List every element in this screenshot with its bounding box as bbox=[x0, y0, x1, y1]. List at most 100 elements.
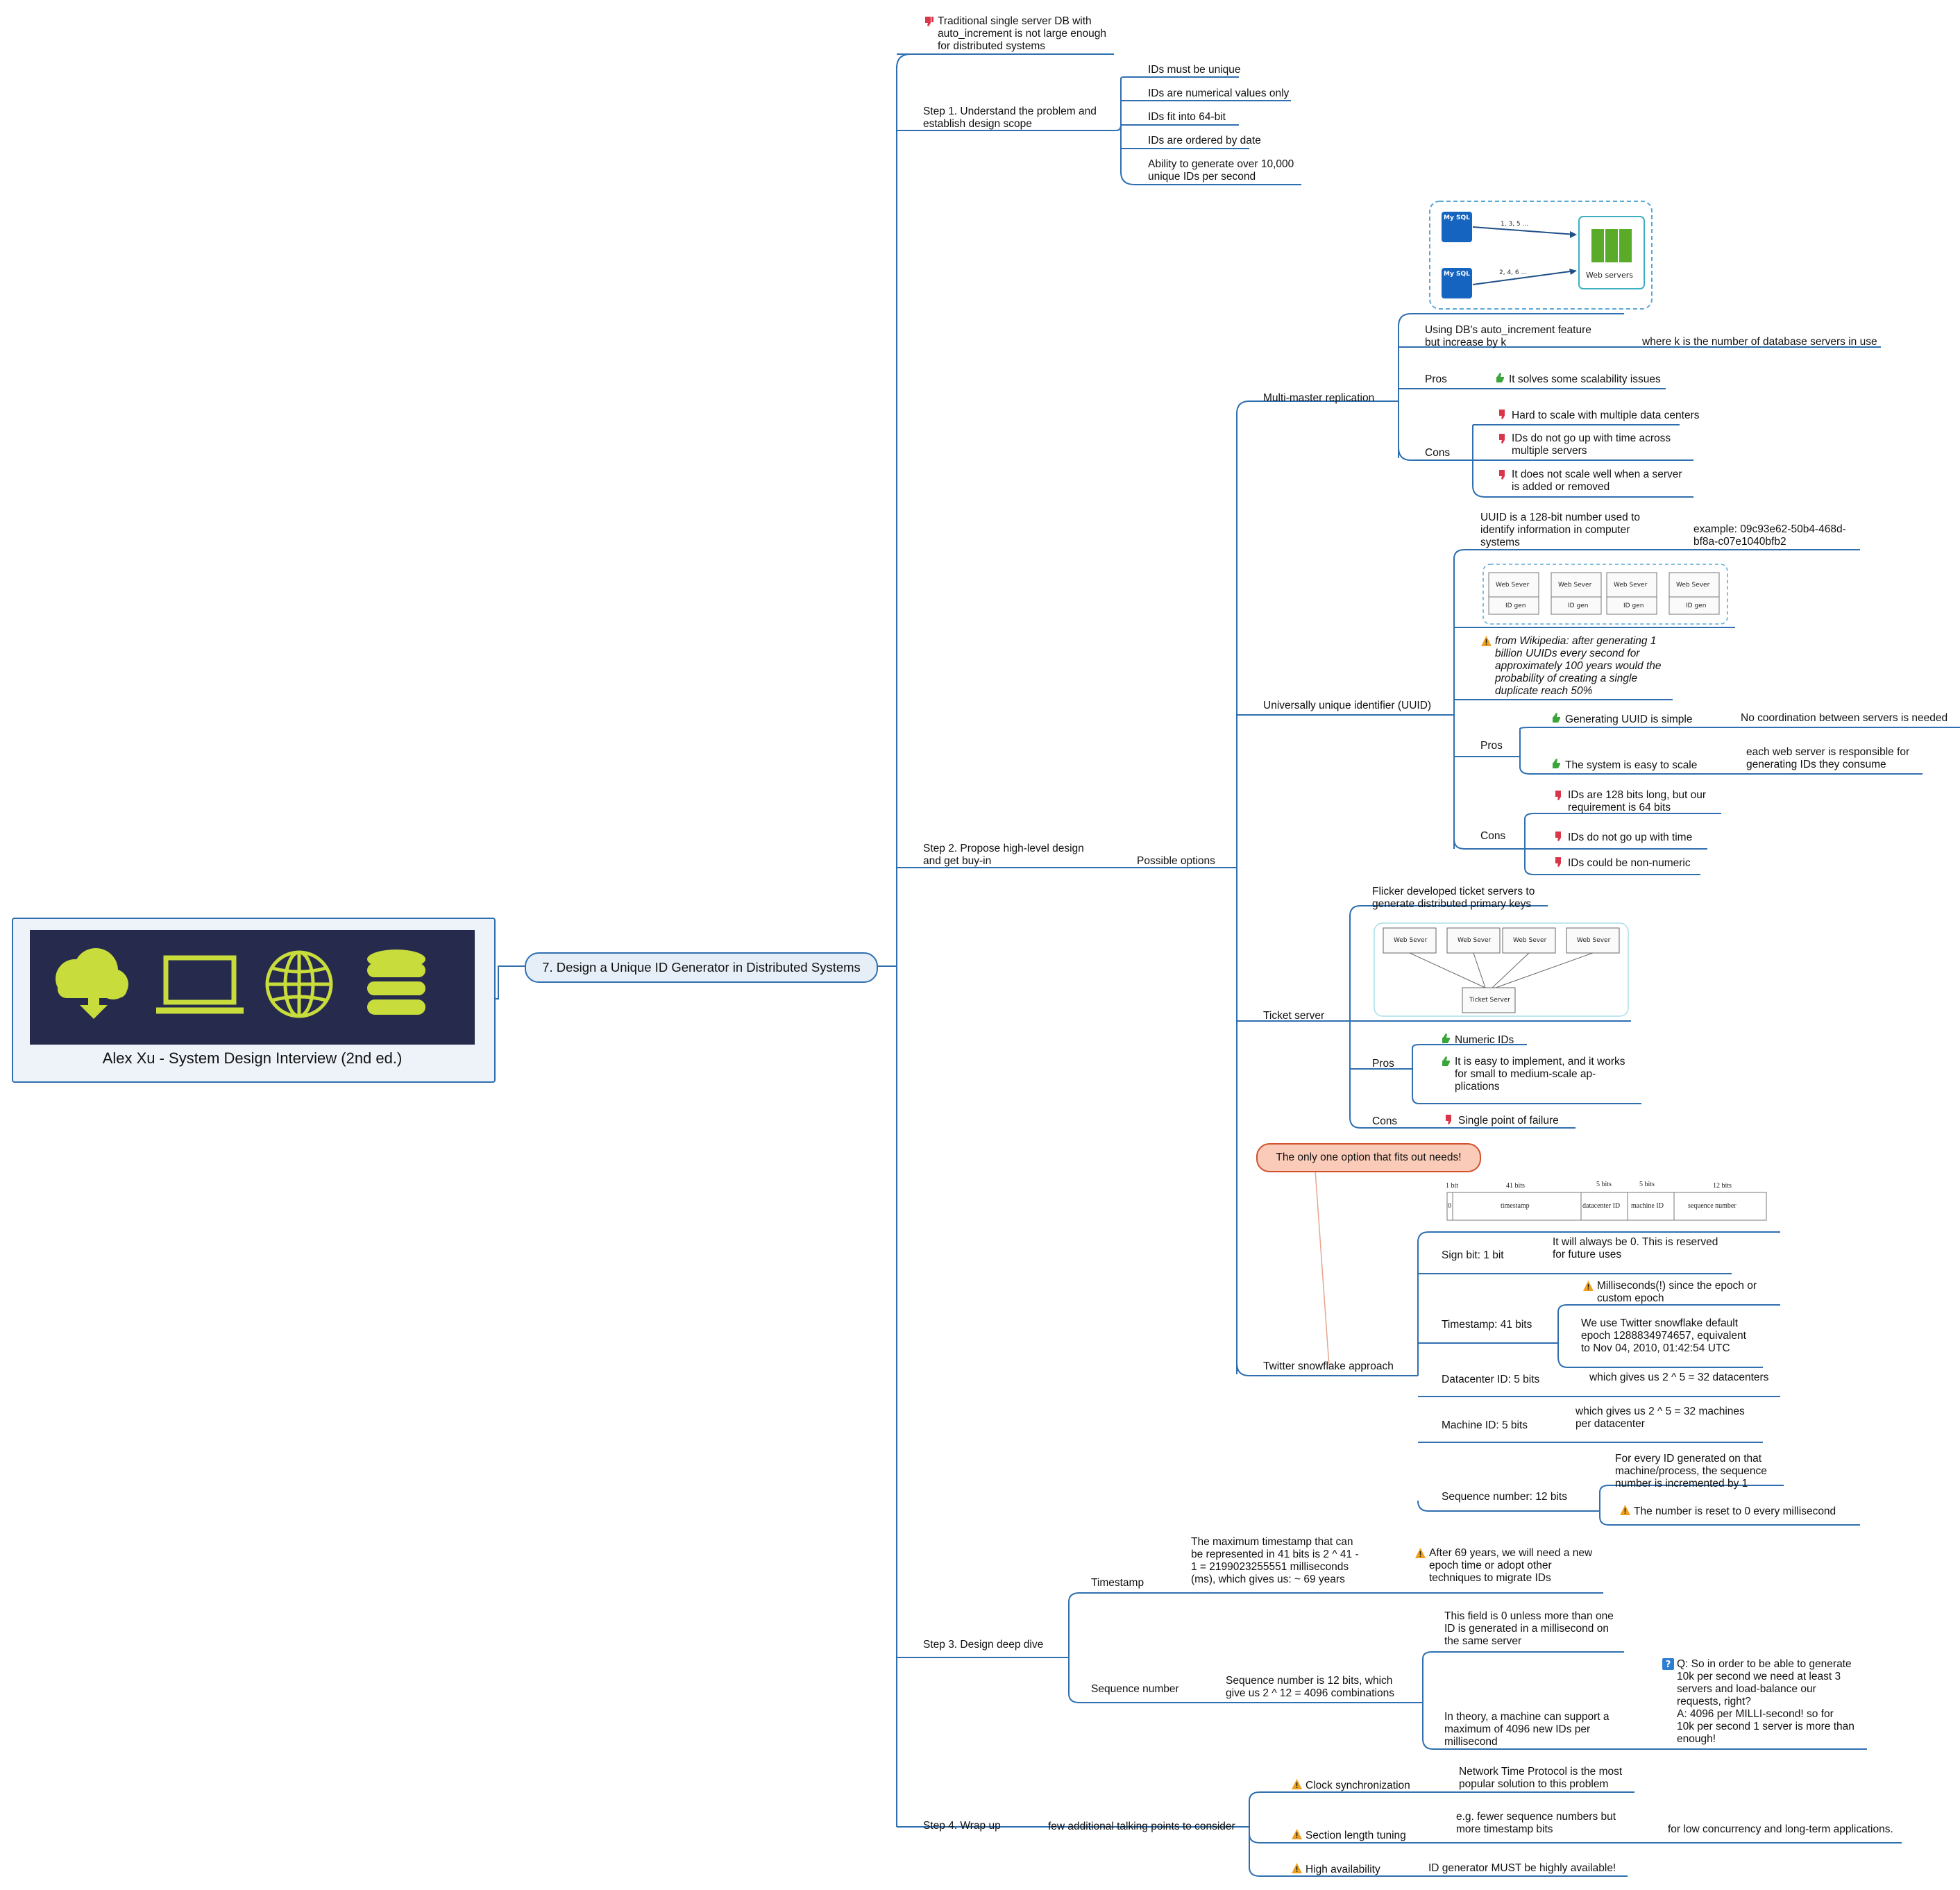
uuid-pro[interactable]: Generating UUID is simple bbox=[1551, 712, 1692, 726]
pro-text: It is easy to implement, and it works fo… bbox=[1455, 1056, 1625, 1092]
intro-node[interactable]: Traditional single server DB with auto_i… bbox=[923, 15, 1106, 53]
step4-tuning[interactable]: Section length tuning bbox=[1291, 1828, 1406, 1842]
multimaster-cons-label[interactable]: Cons bbox=[1425, 447, 1451, 459]
uuid-web: Web Sever bbox=[1558, 582, 1592, 589]
callout-connector bbox=[1315, 1170, 1330, 1367]
mysql-label: My SQL bbox=[1444, 214, 1470, 221]
warning-icon bbox=[1480, 635, 1492, 647]
multimaster-label[interactable]: Multi-master replication bbox=[1263, 392, 1375, 404]
thumbs-up-icon bbox=[1494, 372, 1506, 384]
step4-label[interactable]: Step 4. Wrap up bbox=[923, 1820, 1001, 1832]
step1-item[interactable]: IDs are numerical values only bbox=[1148, 87, 1290, 99]
step3-sequence-theory[interactable]: In theory, a machine can support a maxim… bbox=[1444, 1711, 1610, 1748]
sequence-warn[interactable]: The number is reset to 0 every milliseco… bbox=[1619, 1504, 1836, 1518]
step4-clock[interactable]: Clock synchronization bbox=[1291, 1778, 1410, 1792]
warn-text: Milliseconds(!) since the epoch or custo… bbox=[1597, 1280, 1757, 1304]
step1-item[interactable]: Ability to generate over 10,000 unique I… bbox=[1148, 158, 1294, 183]
uuid-def[interactable]: UUID is a 128-bit number used to identif… bbox=[1480, 512, 1641, 548]
thumbs-down-icon bbox=[1497, 432, 1509, 444]
ticket-label[interactable]: Ticket server bbox=[1263, 1010, 1325, 1022]
snowflake-callout[interactable]: The only one option that fits out needs! bbox=[1256, 1143, 1481, 1172]
uuid-pro-note[interactable]: No coordination between servers is neede… bbox=[1741, 712, 1948, 724]
step1-item[interactable]: IDs are ordered by date bbox=[1148, 135, 1261, 146]
bits-label: 1 bit bbox=[1446, 1182, 1459, 1190]
step1-label[interactable]: Step 1. Understand the problem and estab… bbox=[923, 106, 1097, 130]
uuid-cons-label[interactable]: Cons bbox=[1480, 830, 1506, 842]
ticket-web: Web Sever bbox=[1394, 937, 1428, 944]
bits-label: 12 bits bbox=[1713, 1182, 1732, 1190]
machine-label[interactable]: Machine ID: 5 bits bbox=[1442, 1419, 1528, 1431]
sequence-label[interactable]: Sequence number: 12 bits bbox=[1442, 1491, 1567, 1503]
uuid-con[interactable]: IDs could be non-numeric bbox=[1553, 856, 1691, 870]
snowflake-label[interactable]: Twitter snowflake approach bbox=[1263, 1360, 1394, 1372]
pro-text: Generating UUID is simple bbox=[1565, 714, 1693, 725]
step3-sequence-label[interactable]: Sequence number bbox=[1091, 1683, 1179, 1695]
multimaster-where-k[interactable]: where k is the number of database server… bbox=[1642, 336, 1877, 348]
multimaster-pros-label[interactable]: Pros bbox=[1425, 373, 1447, 385]
thumbs-down-icon bbox=[1497, 469, 1509, 480]
step4-tuning-note2[interactable]: for low concurrency and long-term applic… bbox=[1668, 1823, 1893, 1835]
machine-note[interactable]: which gives us 2 ^ 5 = 32 machines per d… bbox=[1575, 1406, 1745, 1430]
step3-timestamp-label[interactable]: Timestamp bbox=[1091, 1577, 1144, 1589]
uuid-diagram bbox=[1482, 564, 1728, 625]
datacenter-label[interactable]: Datacenter ID: 5 bits bbox=[1442, 1374, 1540, 1385]
uuid-pro-note[interactable]: each web server is responsible for gener… bbox=[1746, 746, 1910, 770]
uuid-label[interactable]: Universally unique identifier (UUID) bbox=[1263, 700, 1432, 711]
warn-text: The number is reset to 0 every milliseco… bbox=[1634, 1505, 1836, 1517]
sign-bit-label[interactable]: Sign bit: 1 bit bbox=[1442, 1249, 1504, 1261]
monitor-icon bbox=[156, 955, 244, 1014]
step3-timestamp-note[interactable]: The maximum timestamp that can be repres… bbox=[1191, 1536, 1359, 1585]
globe-icon bbox=[265, 950, 333, 1018]
ticket-cons-label[interactable]: Cons bbox=[1372, 1115, 1398, 1127]
step3-sequence-note[interactable]: Sequence number is 12 bits, which give u… bbox=[1226, 1675, 1394, 1699]
step4-few[interactable]: few additional talking points to conside… bbox=[1048, 1821, 1235, 1832]
step3-sequence-qa[interactable]: ?Q: So in order to be able to generate 1… bbox=[1662, 1658, 1855, 1746]
ticket-desc[interactable]: Flicker developed ticket servers to gene… bbox=[1372, 886, 1535, 910]
timestamp-label[interactable]: Timestamp: 41 bits bbox=[1442, 1319, 1532, 1331]
thumbs-down-icon bbox=[1444, 1113, 1455, 1125]
uuid-wiki[interactable]: from Wikipedia: after generating 1 billi… bbox=[1480, 635, 1662, 698]
ticket-pro[interactable]: Numeric IDs bbox=[1440, 1033, 1514, 1047]
ticket-web: Web Sever bbox=[1513, 937, 1547, 944]
field-label: timestamp bbox=[1501, 1202, 1530, 1210]
step2-label[interactable]: Step 2. Propose high-level design and ge… bbox=[923, 843, 1084, 867]
step3-timestamp-warn[interactable]: After 69 years, we will need a new epoch… bbox=[1414, 1547, 1592, 1585]
thumbs-down-icon bbox=[1553, 789, 1565, 801]
multimaster-pro[interactable]: It solves some scalability issues bbox=[1494, 372, 1661, 386]
step1-item[interactable]: IDs must be unique bbox=[1148, 64, 1241, 76]
step4-ha[interactable]: High availability bbox=[1291, 1862, 1380, 1876]
uuid-pro[interactable]: The system is easy to scale bbox=[1551, 758, 1697, 772]
step4-clock-note[interactable]: Network Time Protocol is the most popula… bbox=[1459, 1766, 1623, 1790]
sign-bit-note[interactable]: It will always be 0. This is reserved fo… bbox=[1553, 1236, 1718, 1260]
timestamp-warn[interactable]: Milliseconds(!) since the epoch or custo… bbox=[1582, 1280, 1757, 1305]
ticket-pros-label[interactable]: Pros bbox=[1372, 1058, 1394, 1070]
multimaster-con[interactable]: It does not scale well when a server is … bbox=[1497, 469, 1682, 493]
warning-icon bbox=[1414, 1547, 1426, 1559]
ticket-diagram bbox=[1374, 922, 1629, 1017]
uuid-con[interactable]: IDs are 128 bits long, but our requireme… bbox=[1553, 789, 1706, 814]
warning-icon bbox=[1582, 1280, 1594, 1292]
uuid-example[interactable]: example: 09c93e62-50b4-468d- bf8a-c07e10… bbox=[1693, 523, 1846, 548]
uuid-pros-label[interactable]: Pros bbox=[1480, 740, 1503, 752]
datacenter-note[interactable]: which gives us 2 ^ 5 = 32 datacenters bbox=[1589, 1372, 1769, 1383]
ticket-con[interactable]: Single point of failure bbox=[1444, 1113, 1559, 1127]
multimaster-con[interactable]: IDs do not go up with time across multip… bbox=[1497, 432, 1671, 457]
timestamp-note[interactable]: We use Twitter snowflake default epoch 1… bbox=[1581, 1317, 1746, 1354]
step4-tuning-note[interactable]: e.g. fewer sequence numbers but more tim… bbox=[1456, 1811, 1616, 1835]
central-topic[interactable]: 7. Design a Unique ID Generator in Distr… bbox=[525, 952, 878, 983]
step3-label[interactable]: Step 3. Design deep dive bbox=[923, 1639, 1044, 1651]
root-image bbox=[30, 930, 475, 1045]
con-text: IDs do not go up with time across multip… bbox=[1512, 432, 1671, 457]
step1-item[interactable]: IDs fit into 64-bit bbox=[1148, 111, 1226, 123]
warning-icon bbox=[1291, 1828, 1303, 1840]
multimaster-con[interactable]: Hard to scale with multiple data centers bbox=[1497, 408, 1700, 422]
uuid-con[interactable]: IDs do not go up with time bbox=[1553, 830, 1692, 844]
possible-options[interactable]: Possible options bbox=[1137, 855, 1215, 867]
step3-sequence-field[interactable]: This field is 0 unless more than one ID … bbox=[1444, 1610, 1614, 1647]
multimaster-using[interactable]: Using DB's auto_increment feature but in… bbox=[1425, 324, 1591, 348]
wiki-text: from Wikipedia: after generating 1 billi… bbox=[1495, 635, 1662, 697]
step4-ha-note[interactable]: ID generator MUST be highly available! bbox=[1428, 1862, 1616, 1874]
ticket-pro[interactable]: It is easy to implement, and it works fo… bbox=[1440, 1056, 1625, 1093]
sequence-note[interactable]: For every ID generated on that machine/p… bbox=[1615, 1453, 1767, 1490]
